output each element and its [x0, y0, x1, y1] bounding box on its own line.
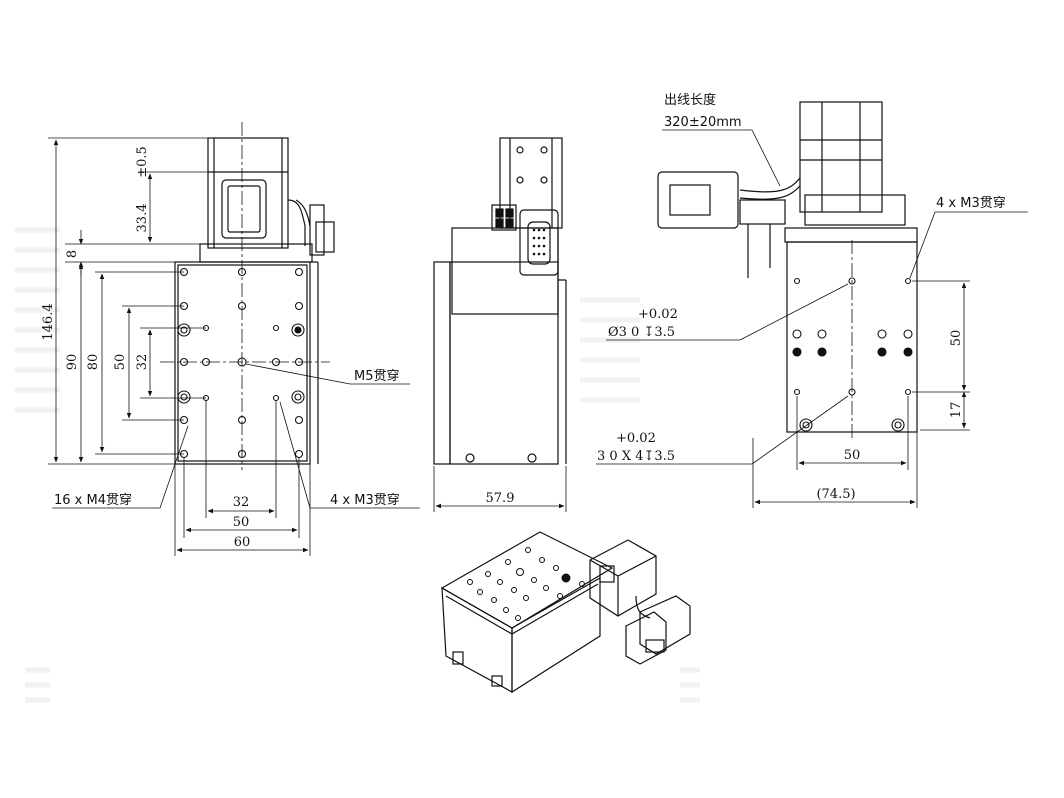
dim-8: 8 — [65, 250, 80, 258]
right-holes — [792, 277, 913, 432]
iso-top — [440, 531, 614, 629]
right-connector — [657, 171, 739, 229]
right-cable — [739, 177, 801, 200]
iso-holes — [467, 547, 585, 621]
right-view — [657, 101, 918, 440]
right-labels: 出线长度 320±20mm 4 x M3贯穿 +0.02 Ø3 0 ↧3.5 +… — [597, 92, 1006, 502]
front-motor — [207, 137, 289, 249]
dim-80: 80 — [86, 354, 101, 371]
cable-label: 出线长度 — [664, 92, 716, 108]
iso-connector — [639, 595, 691, 655]
dim-146-4: 146.4 — [41, 303, 56, 340]
cable-length: 320±20mm — [664, 115, 742, 130]
front-stage-body — [174, 261, 311, 465]
side-body — [451, 227, 559, 315]
callout-m4: 16 x M4贯穿 — [54, 492, 132, 508]
watermark — [15, 227, 700, 703]
front-dimensions — [48, 137, 420, 556]
dim-32: 32 — [135, 354, 150, 371]
iso-side — [511, 576, 601, 694]
dim-right-17: 17 — [949, 402, 964, 419]
isometric-view — [440, 531, 691, 694]
callout-right-m3: 4 x M3贯穿 — [936, 195, 1006, 211]
pin-tol-1: +0.02 — [638, 307, 678, 322]
side-dimensions — [433, 466, 567, 512]
dim-w-50: 50 — [233, 515, 250, 530]
dim-right-50-h: 50 — [844, 448, 861, 463]
dim-57-9: 57.9 — [486, 491, 515, 506]
dim-tolerance: ±0.5 — [135, 146, 150, 178]
callout-m3: 4 x M3贯穿 — [330, 492, 400, 508]
dim-50: 50 — [113, 354, 128, 371]
pin-spec-2: 3 0 X 4↧3.5 — [597, 449, 675, 464]
front-base-plate — [199, 243, 313, 263]
side-connector — [491, 204, 517, 231]
front-view — [160, 122, 335, 470]
dim-w-32: 32 — [233, 495, 250, 510]
pin-tol-2: +0.02 — [616, 431, 656, 446]
right-motor — [799, 101, 883, 213]
right-dimensions — [596, 129, 1028, 508]
front-holes — [177, 267, 305, 459]
pin-spec-1: Ø3 0 ↧3.5 — [608, 325, 675, 340]
callout-m5: M5贯穿 — [354, 368, 400, 384]
dim-74-5: (74.5) — [816, 487, 855, 502]
front-cable — [287, 199, 311, 246]
front-dim-labels: 146.4 8 90 80 50 32 33.4 ±0.5 32 50 60 M… — [41, 146, 400, 550]
side-view — [433, 137, 567, 465]
dim-33-4: 33.4 — [135, 204, 150, 233]
dim-90: 90 — [65, 354, 80, 371]
dim-w-60: 60 — [234, 535, 251, 550]
iso-motor — [589, 539, 657, 617]
dim-right-50-v: 50 — [949, 330, 964, 347]
